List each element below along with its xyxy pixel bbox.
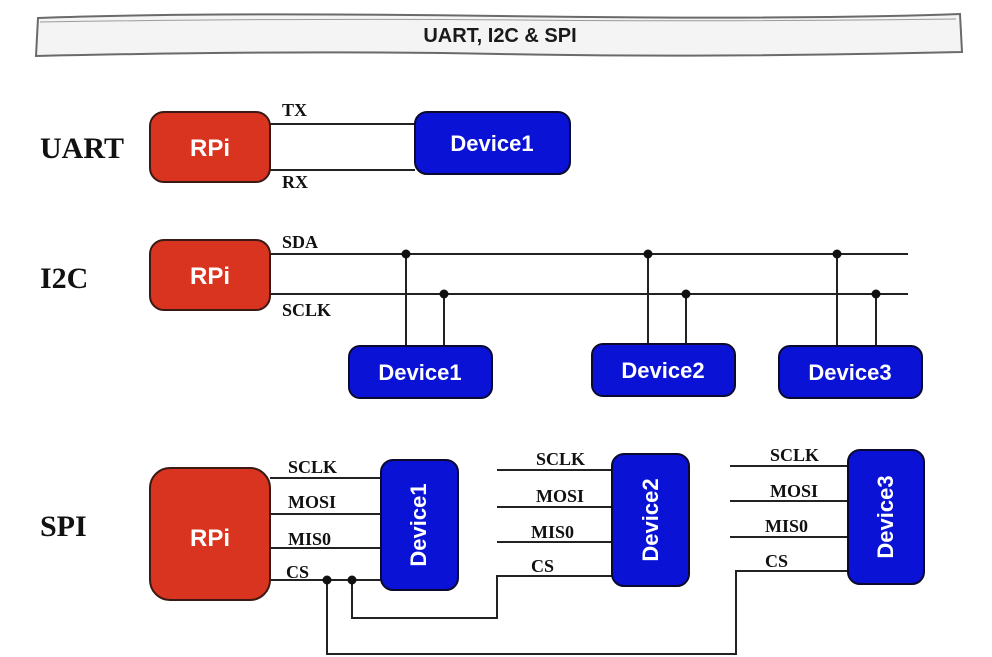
i2c-junction-dot [643,249,653,259]
i2c-device1-box [348,345,493,399]
spi-label: SPI [40,510,87,543]
uart-device1-label: Device1 [450,131,533,156]
uart-rx-label: RX [282,172,308,192]
i2c-junction-dot [439,289,449,299]
spi-device3-mosi-label: MOSI [770,481,818,501]
uart-device1-box [414,111,571,175]
uart-tx-label: TX [282,100,307,120]
spi-mosi-label: MOSI [288,492,336,512]
spi-miso-label: MIS0 [288,529,331,549]
title-banner: UART, I2C & SPI [34,12,964,58]
i2c-junction-dot [871,289,881,299]
i2c-junction-dot [832,249,842,259]
uart-label: UART [40,132,124,165]
uart-rpi-label: RPi [190,135,230,162]
spi-device1-label: Device1 [406,483,431,566]
spi-device3-cs-label: CS [765,551,788,571]
uart-rpi-box [149,111,271,183]
i2c-device1-label: Device1 [378,360,461,385]
i2c-device2-label: Device2 [621,358,704,383]
i2c-rpi-label: RPi [190,263,230,290]
i2c-sda-label: SDA [282,232,318,252]
spi-device2-cs-label: CS [531,556,554,576]
i2c-section: I2C SDA SCLK RPi Device1 Device2 Device3 [40,232,923,399]
i2c-device3-label: Device3 [808,360,891,385]
i2c-device3-box [778,345,923,399]
i2c-label: I2C [40,262,88,295]
spi-rpi-box [149,467,271,601]
i2c-junction-dot [401,249,411,259]
spi-cs-junction-dot [347,575,357,585]
spi-device2-box [611,453,690,587]
page-title: UART, I2C & SPI [423,25,576,47]
spi-device2-label: Device2 [638,478,663,561]
uart-section: UART TX RX RPi Device1 [40,100,571,192]
spi-section: SPI SCLK MOSI MIS0 CS RPi Device1 SCLK M… [40,445,925,655]
spi-device2-cs-wire [351,575,612,619]
i2c-rpi-box [149,239,271,311]
spi-device2-sclk-label: SCLK [536,449,585,469]
i2c-device2-box [591,343,736,397]
spi-device1-box [380,459,459,591]
spi-device2-mosi-label: MOSI [536,486,584,506]
spi-device2-miso-label: MIS0 [531,522,574,542]
spi-rpi-label: RPi [190,525,230,552]
spi-cs-junction-dot [322,575,332,585]
spi-device3-cs-wire [326,570,848,655]
i2c-junction-dot [681,289,691,299]
i2c-sclk-label: SCLK [282,300,331,320]
spi-cs-label: CS [286,562,309,582]
spi-device3-sclk-label: SCLK [770,445,819,465]
spi-device3-box [847,449,925,585]
spi-sclk-label: SCLK [288,457,337,477]
spi-device3-miso-label: MIS0 [765,516,808,536]
spi-device3-label: Device3 [873,475,898,558]
